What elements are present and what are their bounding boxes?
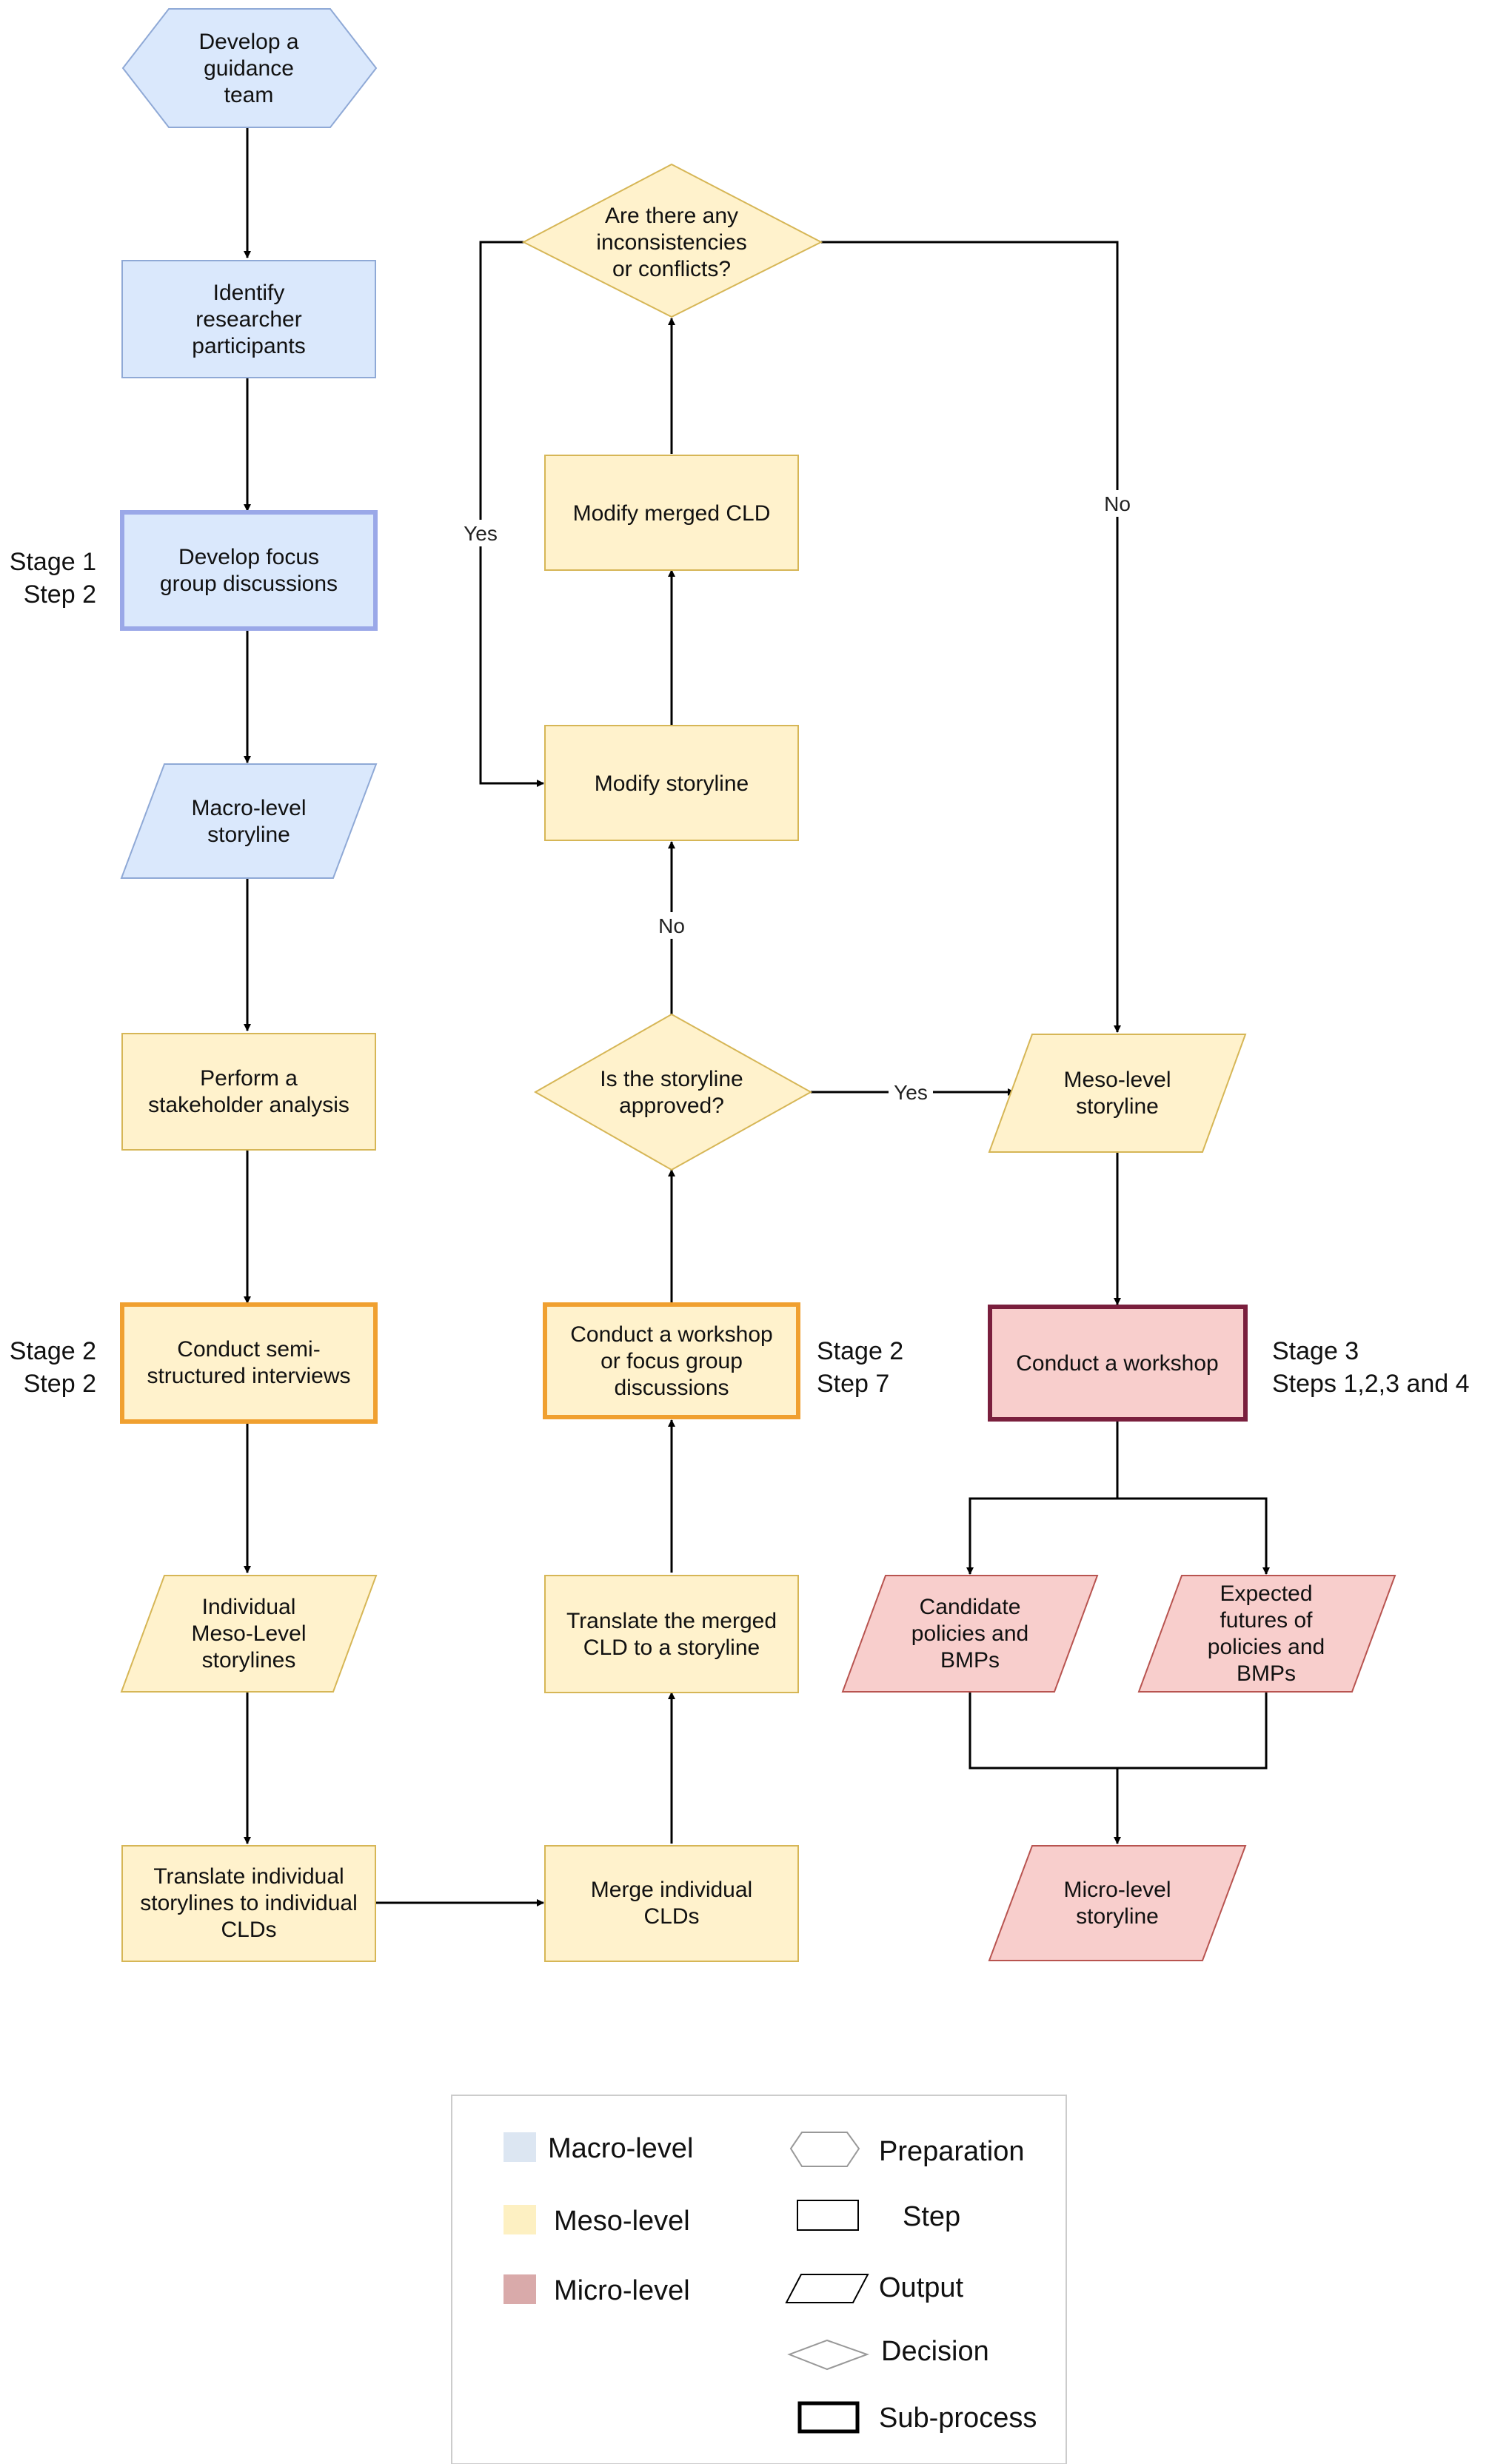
- subprocess-develop-focus: [120, 510, 378, 631]
- legend-frame: [451, 2095, 1067, 2464]
- legend-label-preparation: Preparation: [879, 2136, 1024, 2167]
- step-stakeholder-analysis: [121, 1033, 376, 1151]
- edge-workshop-split: [966, 1422, 1119, 1575]
- edge-workshop-split-right: [1117, 1497, 1270, 1575]
- output-meso-storyline: [988, 1034, 1247, 1153]
- legend-swatch-macro: [504, 2132, 536, 2162]
- step-translate-individual: [121, 1845, 376, 1962]
- output-candidate-policies: [841, 1575, 1099, 1693]
- preparation-hexagon-develop-team: [121, 8, 378, 128]
- step-merge-clds: [544, 1845, 799, 1962]
- legend-label-decision: Decision: [881, 2336, 989, 2367]
- nodes: [120, 8, 1396, 1962]
- subprocess-conduct-workshop: [988, 1305, 1248, 1422]
- step-translate-merged: [544, 1575, 799, 1693]
- legend-swatch-micro: [504, 2274, 536, 2304]
- label-modify-storyline: Modify storyline: [595, 771, 749, 796]
- edge-labels: Yes No No Yes: [459, 490, 1137, 1105]
- legend-label-meso: Meso-level: [554, 2206, 690, 2237]
- label-modify-merged: Modify merged CLD: [573, 501, 771, 526]
- label-semi-structured: Conduct semi-structured interviews: [147, 1337, 350, 1388]
- output-micro-storyline: [988, 1845, 1247, 1961]
- edge-merge-outputs: [969, 1693, 1268, 1770]
- decision-storyline-approved: [533, 1013, 813, 1171]
- edges: [244, 113, 1270, 1906]
- output-individual-meso: [120, 1575, 378, 1693]
- edge-label-no-right: No: [1104, 492, 1131, 515]
- legend-label-step: Step: [903, 2201, 960, 2232]
- legend-shape-output-icon: [785, 2274, 869, 2303]
- edge-inconsistencies-yes: [479, 241, 544, 787]
- legend-shape-subprocess-icon: [797, 2401, 860, 2434]
- legend-shape-preparation-icon: [789, 2132, 860, 2167]
- legend-shape-decision-icon: [787, 2339, 869, 2371]
- legend-label-micro: Micro-level: [554, 2275, 690, 2306]
- edge-label-yes-left: Yes: [464, 522, 498, 545]
- legend-label-output: Output: [879, 2272, 964, 2303]
- label-conduct-workshop: Conduct a workshop: [1016, 1351, 1219, 1376]
- legend-shape-step-icon: [797, 2200, 859, 2231]
- edge-inconsistencies-no: [821, 241, 1121, 1033]
- legend-label-subprocess: Sub-process: [879, 2403, 1037, 2434]
- legend: Macro-level Meso-level Micro-level Prepa…: [451, 2095, 1067, 2464]
- edge-label-no-up: No: [658, 914, 685, 937]
- legend-label-macro: Macro-level: [548, 2133, 693, 2164]
- step-modify-storyline: [544, 725, 799, 841]
- output-expected-futures: [1137, 1575, 1396, 1693]
- subprocess-workshop-focus: [543, 1302, 800, 1419]
- output-macro-storyline: [120, 763, 378, 879]
- step-modify-merged: [544, 455, 799, 571]
- subprocess-semi-structured: [120, 1302, 378, 1424]
- decision-inconsistencies: [521, 163, 823, 318]
- edge-label-yes-right: Yes: [894, 1081, 928, 1104]
- step-identify-participants: [121, 260, 376, 378]
- legend-swatch-meso: [504, 2205, 536, 2234]
